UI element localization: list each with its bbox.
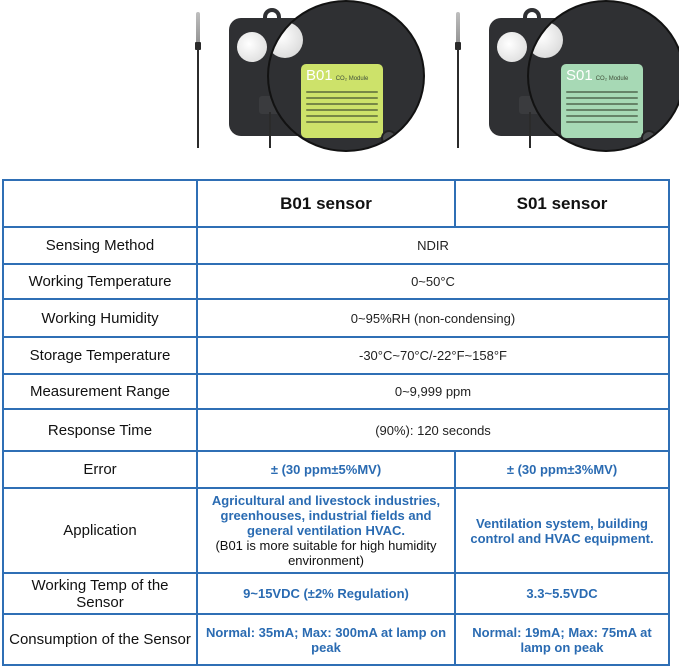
- cable: [269, 112, 271, 148]
- vent-membrane: [529, 22, 563, 58]
- row-value: 0~95%RH (non-condensing): [350, 310, 516, 326]
- header-s01: S01 sensor: [516, 194, 608, 213]
- cable: [529, 112, 531, 148]
- table-row: Working Humidity 0~95%RH (non-condensing…: [4, 298, 668, 336]
- table-row: Sensing Method NDIR: [4, 226, 668, 263]
- vent-membrane: [269, 22, 303, 58]
- row-label: Response Time: [4, 410, 198, 450]
- row-label: Working Temp of the Sensor: [4, 574, 198, 613]
- table-row: Response Time (90%): 120 seconds: [4, 408, 668, 450]
- b01-application: Agricultural and livestock industries, g…: [211, 493, 441, 538]
- s01-value: ± (30 ppm±3%MV): [506, 462, 618, 477]
- mount-loop: [263, 8, 281, 22]
- row-value: -30°C~70°C/-22°F~158°F: [359, 348, 507, 363]
- row-value: 0~50°C: [411, 274, 455, 289]
- table-row: Measurement Range 0~9,999 ppm: [4, 373, 668, 408]
- module-badge: S01: [566, 67, 593, 84]
- s01-value: Normal: 19mA; Max: 75mA at lamp on peak: [472, 624, 652, 655]
- row-label: Working Humidity: [4, 300, 198, 336]
- row-label: Error: [4, 452, 198, 487]
- table-row: Working Temperature 0~50°C: [4, 263, 668, 298]
- audio-plug: [195, 12, 201, 50]
- screw: [641, 130, 657, 146]
- s01-value: 3.3~5.5VDC: [526, 586, 598, 601]
- mount-loop: [523, 8, 541, 22]
- table-row: Error ± (30 ppm±5%MV) ± (30 ppm±3%MV): [4, 450, 668, 487]
- table-header-row: B01 sensor S01 sensor: [4, 181, 668, 226]
- row-label: Consumption of the Sensor: [4, 615, 198, 664]
- screw: [381, 130, 397, 146]
- table-row: Application Agricultural and livestock i…: [4, 487, 668, 572]
- module-badge: B01: [306, 67, 333, 84]
- b01-value: Agricultural and livestock industries, g…: [198, 489, 456, 572]
- table-row: Consumption of the Sensor Normal: 35mA; …: [4, 613, 668, 664]
- row-value: NDIR: [417, 238, 449, 253]
- module-subtitle: CO₂ Module: [595, 76, 629, 82]
- module-subtitle: CO₂ Module: [335, 76, 369, 82]
- row-value: 0~9,999 ppm: [394, 384, 472, 399]
- s01-value: Ventilation system, building control and…: [470, 515, 654, 546]
- cable: [457, 48, 459, 148]
- row-label: Working Temperature: [4, 265, 198, 298]
- vent-membrane: [237, 32, 267, 62]
- cable: [197, 48, 199, 148]
- b01-application-note: (B01 is more suitable for high humidity …: [215, 538, 437, 568]
- table-row: Storage Temperature -30°C~70°C/-22°F~158…: [4, 336, 668, 373]
- audio-plug: [455, 12, 461, 50]
- table-row: Working Temp of the Sensor 9~15VDC (±2% …: [4, 572, 668, 613]
- comparison-table: B01 sensor S01 sensor Sensing Method NDI…: [2, 179, 670, 666]
- row-value: (90%): 120 seconds: [375, 422, 491, 438]
- header-b01: B01 sensor: [198, 181, 456, 226]
- b01-value: Normal: 35mA; Max: 300mA at lamp on peak: [198, 615, 456, 664]
- b01-value: ± (30 ppm±5%MV): [198, 452, 456, 487]
- b01-value: 9~15VDC (±2% Regulation): [198, 574, 456, 613]
- header-empty-cell: [4, 181, 198, 226]
- row-label: Sensing Method: [4, 228, 198, 263]
- row-label: Application: [4, 489, 198, 572]
- row-label: Measurement Range: [4, 375, 198, 408]
- vent-membrane: [497, 32, 527, 62]
- row-label: Storage Temperature: [4, 338, 198, 373]
